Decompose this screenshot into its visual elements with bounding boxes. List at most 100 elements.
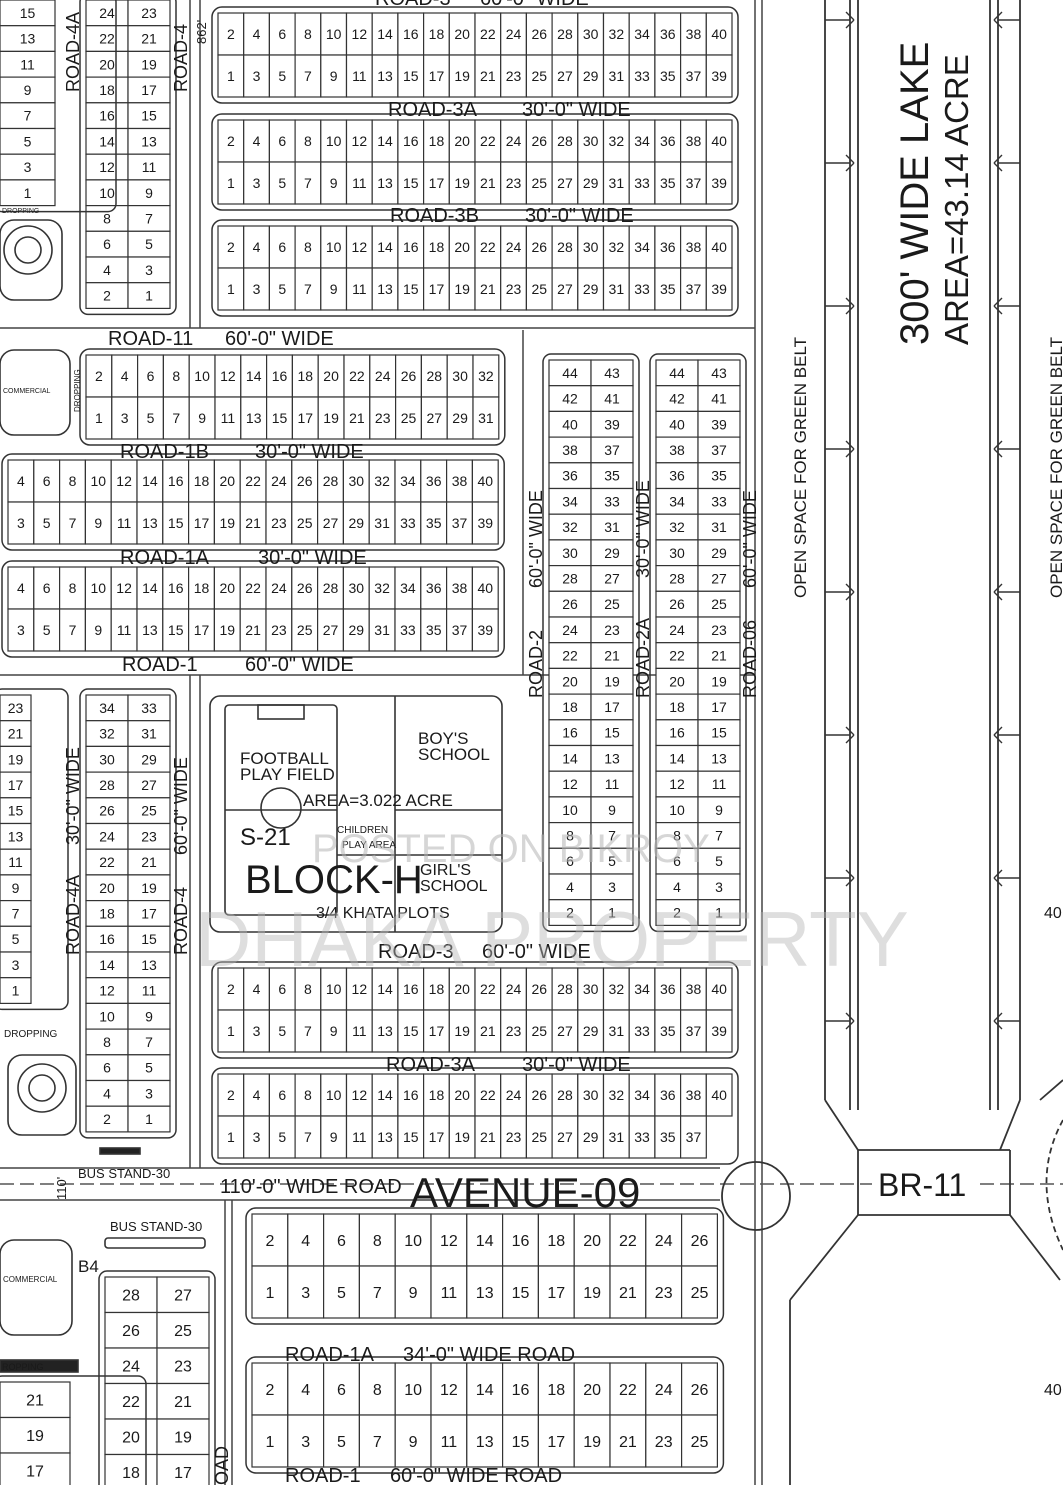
plot-number: 7 (373, 1434, 382, 1451)
plot-cell (655, 564, 699, 592)
plot-cell (127, 102, 171, 130)
plot-cell (33, 566, 61, 610)
plot-cell (217, 1115, 245, 1159)
plot-number: 1 (227, 68, 235, 84)
plot-number: 25 (401, 410, 417, 426)
plot-cell (628, 267, 656, 311)
plot-cell (654, 54, 682, 98)
plot-number: 10 (326, 981, 342, 997)
plot-number: 29 (141, 751, 157, 767)
plot-number: 26 (531, 981, 547, 997)
plot-number: 28 (669, 570, 685, 586)
block-name: BLOCK-H (245, 858, 423, 902)
children-play-label-2: PLAY AREA (342, 840, 396, 851)
plot-number: 6 (673, 853, 681, 869)
plot-number: 19 (220, 622, 236, 638)
plot-number: 41 (711, 391, 727, 407)
plot-number: 1 (227, 1129, 235, 1145)
plot-number: 36 (562, 468, 578, 484)
plot-number: 19 (141, 56, 157, 72)
plot-number: 19 (583, 1434, 601, 1451)
plot-cell (397, 1115, 425, 1159)
road-label: 60'-0" WIDE (526, 490, 546, 588)
plot-number: 22 (349, 368, 365, 384)
plot-cell (448, 1073, 476, 1117)
plot-number: 7 (304, 281, 312, 297)
plot-cell (551, 119, 579, 163)
plot-number: 25 (531, 1023, 547, 1039)
plot-number: 17 (141, 82, 157, 98)
plot-number: 23 (375, 410, 391, 426)
plot-cell (266, 396, 294, 440)
plot-number: 13 (377, 68, 393, 84)
plot-number: 18 (429, 26, 445, 42)
plot-cell (590, 796, 634, 824)
plot-number: 24 (506, 133, 522, 149)
plot-cell (85, 1002, 129, 1030)
plot-number: 29 (452, 410, 468, 426)
plot-cell (265, 501, 293, 545)
plot-number: 16 (403, 239, 419, 255)
plot-number: 27 (323, 622, 339, 638)
plot-number: 37 (452, 622, 468, 638)
plot-cell (243, 1115, 270, 1159)
plot-number: 18 (429, 981, 445, 997)
plot-cell (394, 1414, 432, 1468)
plot-number: 19 (174, 1430, 192, 1447)
plot-number: 8 (304, 133, 312, 149)
plot-number: 25 (691, 1434, 709, 1451)
plot-number: 10 (99, 1008, 115, 1024)
plot-cell (697, 744, 741, 772)
plot-number: 20 (583, 1382, 601, 1399)
plot-cell (577, 12, 605, 56)
plot-block-outline (211, 219, 739, 317)
plot-number: 39 (711, 68, 727, 84)
plot-number: 30 (349, 580, 365, 596)
plot-cell (397, 161, 425, 205)
plot-number: 27 (323, 515, 339, 531)
plot-cell (317, 501, 345, 545)
plot-number: 23 (506, 68, 522, 84)
plot-number: 18 (122, 1465, 140, 1482)
plot-number: 23 (711, 622, 727, 638)
plot-number: 40 (711, 1087, 727, 1103)
plot-number: 14 (377, 1087, 393, 1103)
plot-number: 32 (478, 368, 494, 384)
plot-cell (369, 396, 397, 440)
plot-number: 2 (103, 288, 111, 304)
plot-number: 13 (141, 133, 157, 149)
plot-number: 38 (686, 133, 702, 149)
plot-cell (0, 720, 32, 748)
plot-cell (320, 1073, 348, 1117)
plot-number: 16 (562, 725, 578, 741)
plot-number: 23 (506, 175, 522, 191)
plot-number: 17 (26, 1464, 44, 1481)
plot-cell (243, 54, 270, 98)
plot-cell (590, 899, 634, 927)
dropping-label: ROPPING (2, 1362, 44, 1372)
plot-number: 7 (715, 827, 723, 843)
plot-cell (58, 608, 86, 652)
plot-number: 24 (271, 473, 287, 489)
plot-cell (7, 459, 35, 503)
plot-number: 19 (454, 68, 470, 84)
plot-cell (85, 0, 129, 27)
plot-number: 26 (297, 580, 313, 596)
plot-cell (240, 396, 268, 440)
road-label: 30'-0" WIDE (522, 1054, 631, 1076)
plot-block-outline (79, 688, 177, 1139)
plot-cell (448, 161, 476, 205)
plot-number: 5 (608, 853, 616, 869)
plot-number: 7 (304, 175, 312, 191)
plot-number: 12 (116, 473, 132, 489)
plot-cell (705, 54, 733, 98)
plot-cell (679, 1009, 707, 1053)
bank-tick (845, 583, 855, 601)
plot-number: 18 (429, 133, 445, 149)
plot-number: 16 (403, 26, 419, 42)
plot-cell (0, 694, 32, 722)
plot-number: 12 (669, 776, 685, 792)
plot-number: 43 (711, 365, 727, 381)
plot-cell (239, 501, 267, 545)
